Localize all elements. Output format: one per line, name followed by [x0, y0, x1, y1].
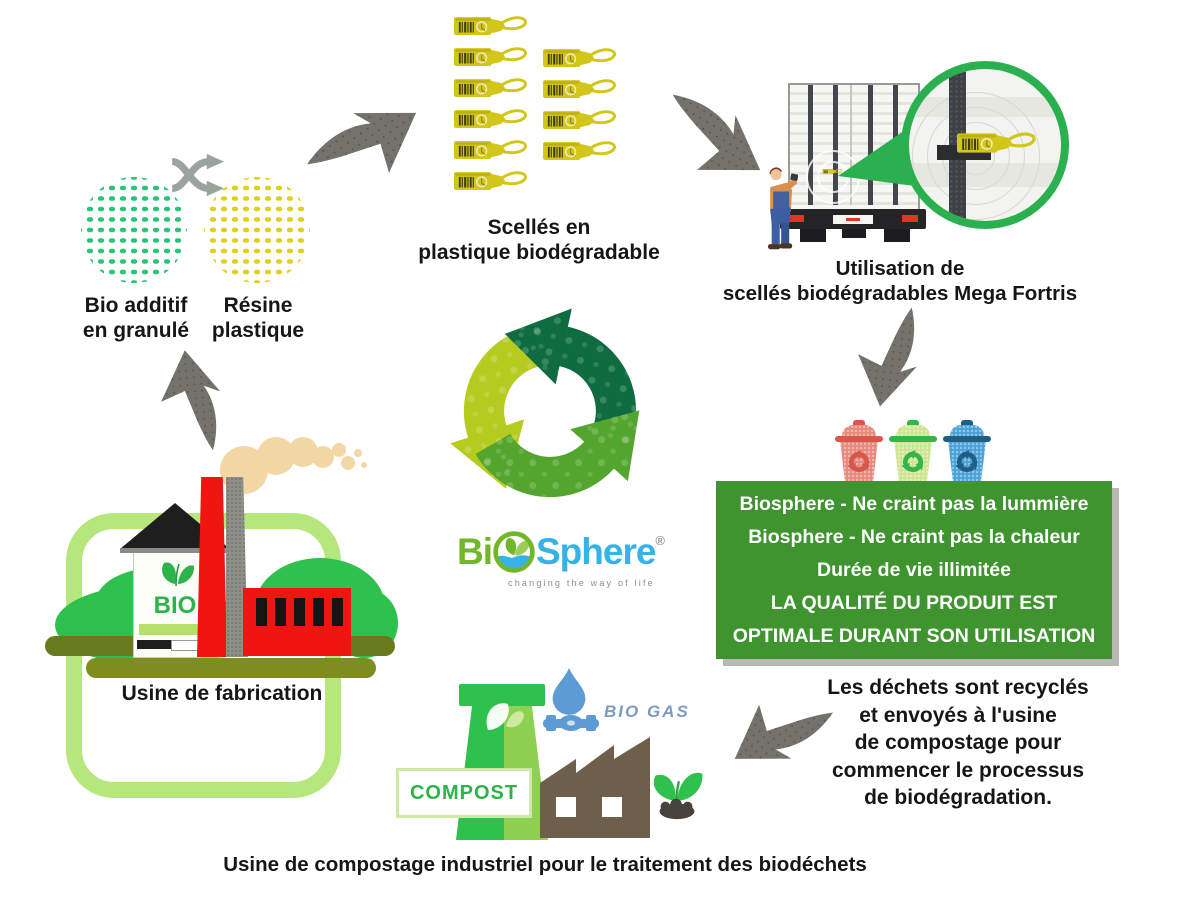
compost-label-box: COMPOST: [396, 768, 532, 818]
registered-mark: ®: [655, 533, 666, 548]
bio-additive-label: Bio additif en granulé: [82, 294, 190, 342]
zoom-circle-icon: [901, 61, 1069, 229]
bottom-caption: Usine de compostage industriel pour le t…: [223, 853, 867, 876]
recycling-bin-blue-icon: [943, 420, 991, 482]
biogas-flame-icon: [552, 668, 586, 715]
recycle-note: Les déchets sont recyclés et envoyés à l…: [827, 676, 1089, 809]
ground-bar: [86, 658, 376, 678]
recycling-arrows-logo: [438, 302, 662, 498]
chimney-icon: [197, 477, 227, 657]
recycle-symbol-icon: [954, 449, 980, 475]
flow-arrow-factory-to-materials: [156, 347, 226, 455]
recycle-symbol-icon: [900, 449, 926, 475]
info-line: Biosphere - Ne craint pas la chaleur: [748, 525, 1080, 548]
flow-arrow-seals-to-truck: [646, 82, 778, 198]
biosphere-o-icon: [493, 531, 535, 573]
shuffle-arrows-icon: [171, 153, 224, 197]
flow-arrow-materials-to-seals: [298, 83, 436, 209]
info-line: LA QUALITÉ DU PRODUIT EST: [770, 591, 1058, 614]
license-plate: [833, 215, 873, 224]
brand-part1: Bi: [456, 531, 493, 572]
recycling-bin-red-icon: [835, 420, 883, 482]
security-seal-icon: [822, 168, 843, 175]
compost-label: COMPOST: [409, 781, 519, 804]
brand-tagline: changing the way of life: [508, 578, 655, 588]
sprout-compost-icon: [653, 772, 703, 820]
gas-pipe-valve-icon: [543, 715, 599, 731]
bio-leaf-icon: [162, 562, 195, 586]
truck-bumper: [780, 209, 926, 229]
compost-factory-icon: [540, 737, 650, 838]
recycle-symbol-icon: [846, 449, 872, 475]
biogas-label: BIO GAS: [604, 702, 690, 721]
bio-additive-granules-icon: [81, 177, 187, 283]
info-line: OPTIMALE DURANT SON UTILISATION: [732, 624, 1096, 647]
security-seal-icon: [955, 131, 1036, 155]
truck-caption: Utilisation de scellés biodégradables Me…: [722, 257, 1078, 305]
tower-leaf-icon: [486, 703, 524, 730]
seals-label: Scellés en plastique biodégradable: [418, 216, 660, 264]
biosphere-wordmark: Bi Sphere ® changing the way of life: [446, 531, 676, 597]
info-line: Biosphere - Ne craint pas la lummière: [739, 492, 1089, 515]
recycling-bin-green-icon: [889, 420, 937, 482]
bio-label: BIO: [153, 592, 197, 619]
chimney-icon: [226, 477, 248, 657]
worker-scanning-icon: [768, 167, 798, 250]
factory-building: [243, 588, 351, 656]
factory-caption: Usine de fabrication: [121, 682, 323, 705]
info-line: Durée de vie illimitée: [816, 558, 1011, 581]
flow-arrow-truck-to-bins: [852, 301, 924, 411]
product-info-box: Biosphere - Ne craint pas la lummière Bi…: [716, 481, 1112, 659]
brand-part2: Sphere: [535, 531, 656, 572]
resin-label: Résine plastique: [211, 294, 305, 342]
plastic-resin-granules-icon: [204, 177, 310, 283]
smoke-icon: [220, 437, 367, 494]
